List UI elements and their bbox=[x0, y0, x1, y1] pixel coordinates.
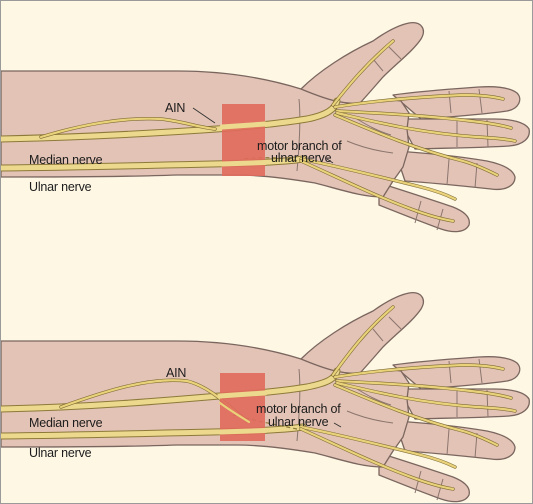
bottom-panel: AIN Median nerve Ulnar nerve motor branc… bbox=[1, 293, 529, 502]
top-ulnar-nerve-label: Ulnar nerve bbox=[29, 180, 92, 194]
top-panel: AIN Median nerve Ulnar nerve motor branc… bbox=[1, 23, 529, 232]
bottom-ulnar-nerve-label: Ulnar nerve bbox=[29, 446, 92, 460]
top-ulnar-over-zone bbox=[222, 163, 265, 165]
bottom-median-over-zone bbox=[220, 393, 265, 396]
bottom-motor-branch-label-line2: ulnar nerve bbox=[268, 415, 329, 429]
bottom-median-nerve-label: Median nerve bbox=[29, 416, 103, 430]
top-motor-branch-label-line2: ulnar nerve bbox=[271, 151, 332, 165]
top-ain-label: AIN bbox=[165, 101, 185, 115]
top-median-nerve-label: Median nerve bbox=[29, 153, 103, 167]
bottom-ulnar-over-zone bbox=[220, 431, 265, 433]
bottom-ain-label: AIN bbox=[166, 366, 186, 380]
bottom-motor-branch-label-line1: motor branch of bbox=[256, 402, 341, 416]
bottom-arm-illustration bbox=[1, 293, 529, 502]
top-median-over-zone bbox=[222, 124, 265, 127]
